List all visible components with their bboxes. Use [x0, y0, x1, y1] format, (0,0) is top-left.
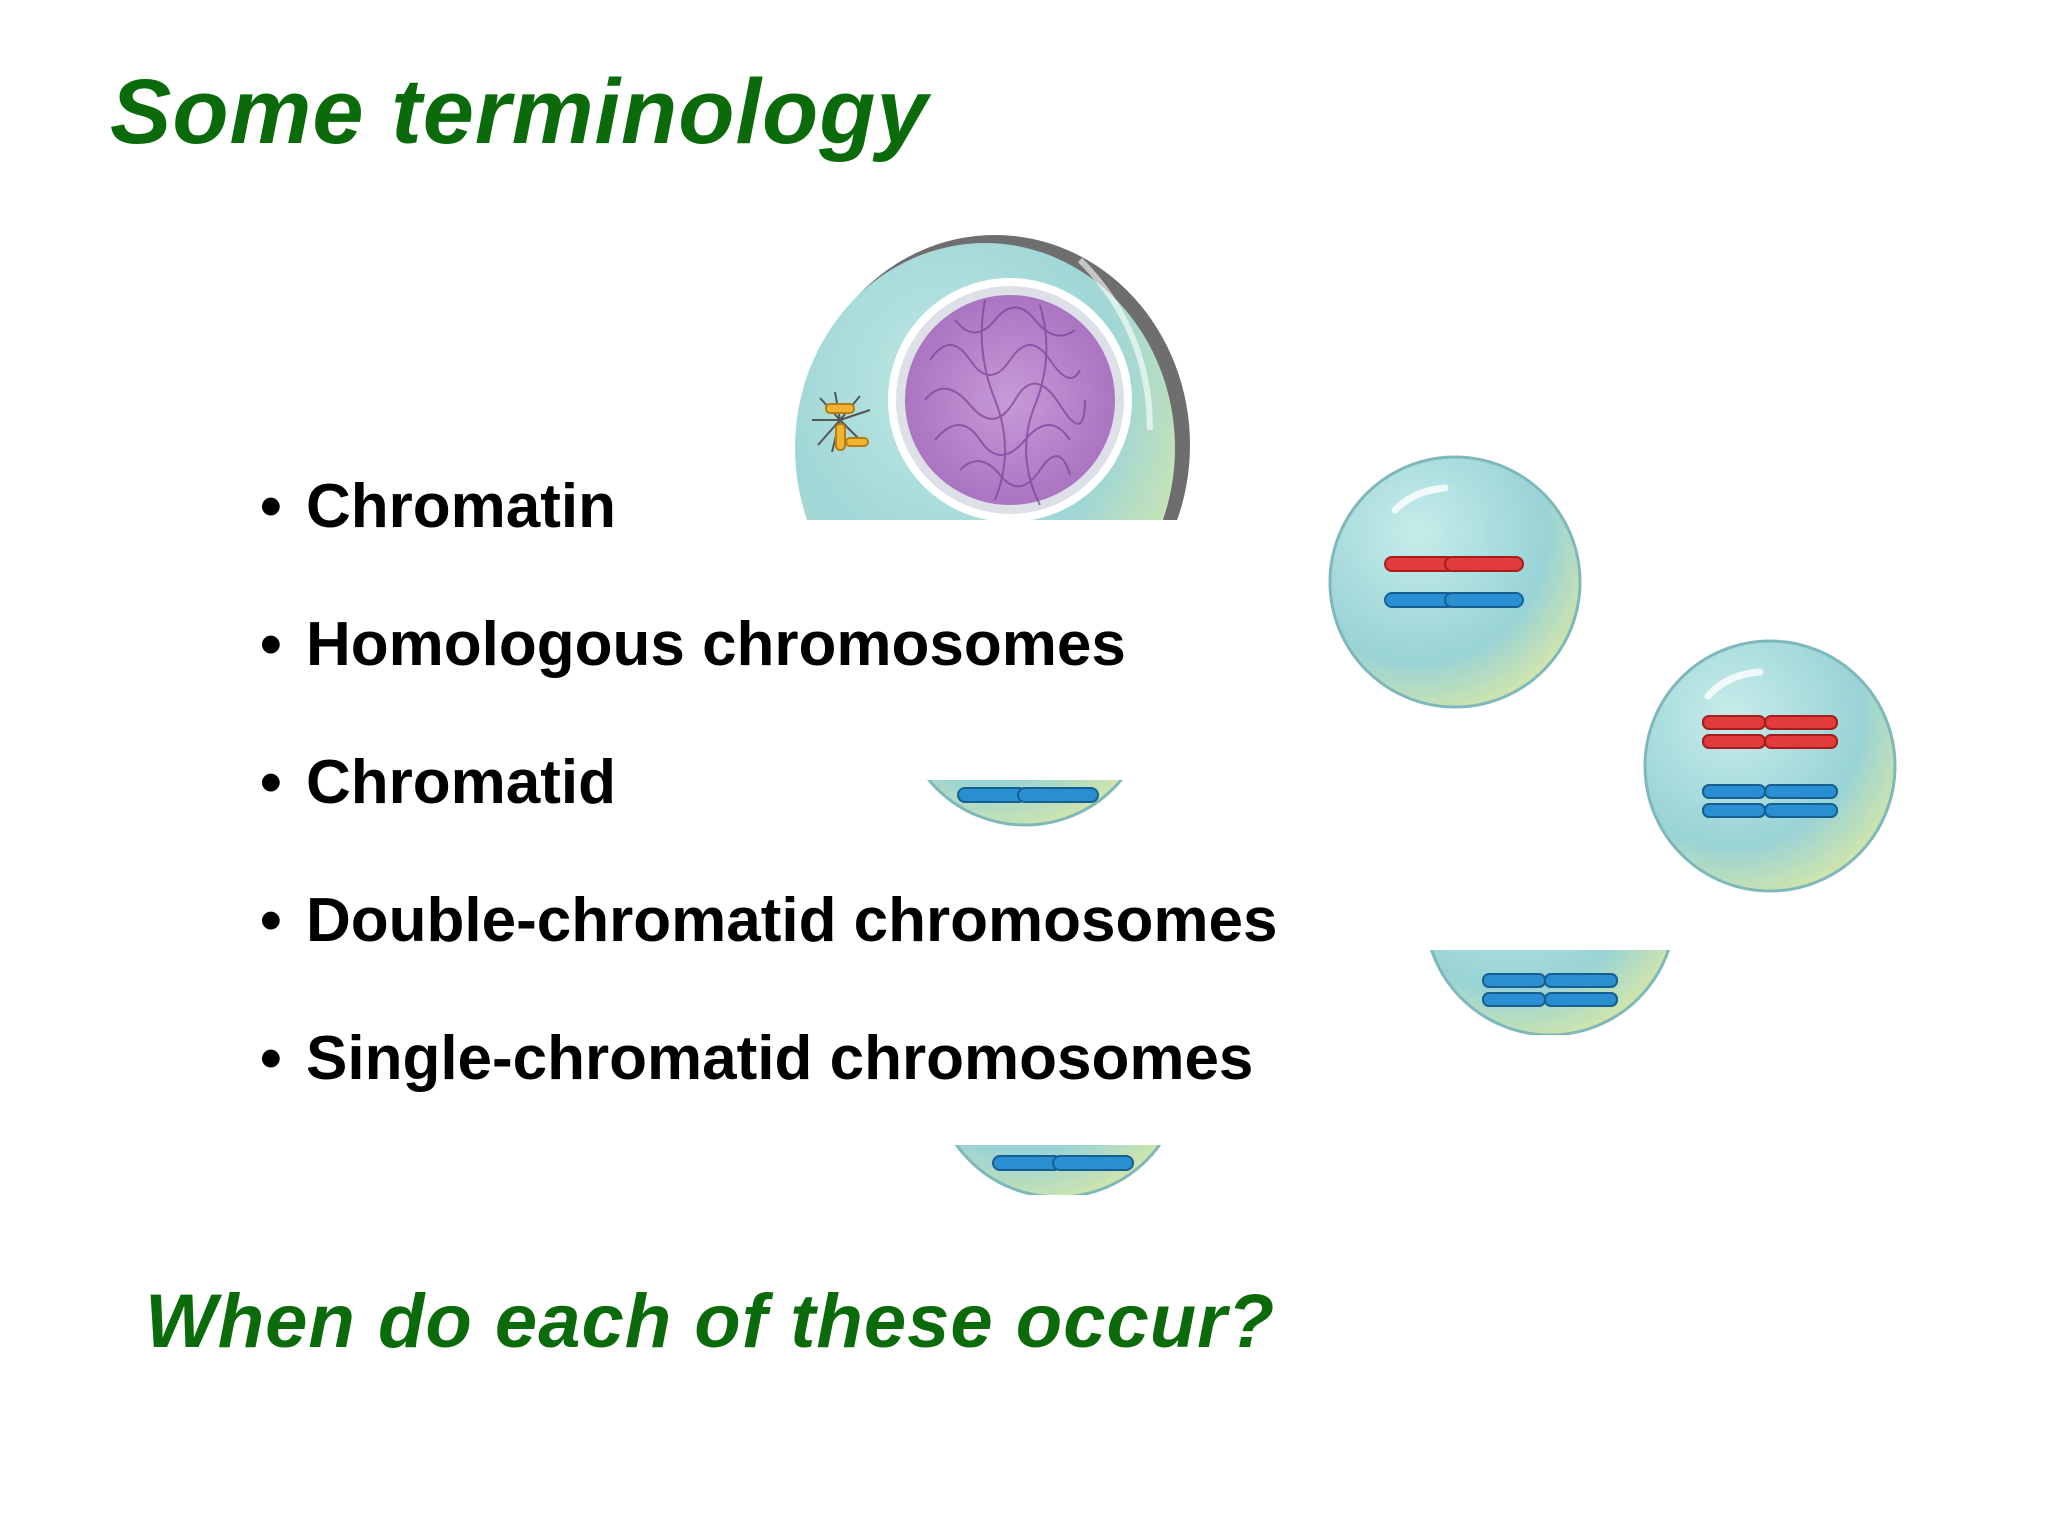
bullet-marker: •	[260, 472, 282, 541]
bullet-text: Double-chromatid chromosomes	[306, 886, 1278, 955]
double-chromatid-cell-fragment-icon	[1429, 950, 1671, 1035]
list-item: • Chromatin	[260, 462, 1277, 600]
slide-title: Some terminology	[110, 61, 929, 163]
bullet-text: Single-chromatid chromosomes	[306, 1024, 1254, 1093]
terminology-list: • Chromatin • Homologous chromosomes • Chro…	[260, 462, 1277, 1152]
bullet-marker: •	[260, 886, 282, 955]
bullet-text: Homologous chromosomes	[306, 610, 1126, 679]
bullet-marker: •	[260, 610, 282, 679]
list-item: • Double-chromatid chromosomes	[260, 876, 1277, 1014]
bullet-marker: •	[260, 748, 282, 817]
bullet-marker: •	[260, 1024, 282, 1093]
bullet-text: Chromatin	[306, 472, 616, 541]
homologous-pair-cell-icon	[1328, 455, 1582, 709]
question-text: When do each of these occur?	[145, 1279, 1276, 1364]
duplicated-homologous-pair-cell-icon	[1643, 639, 1897, 893]
list-item: • Chromatid	[260, 738, 1277, 876]
list-item: • Single-chromatid chromosomes	[260, 1014, 1277, 1152]
list-item: • Homologous chromosomes	[260, 600, 1277, 738]
bullet-text: Chromatid	[306, 748, 616, 817]
